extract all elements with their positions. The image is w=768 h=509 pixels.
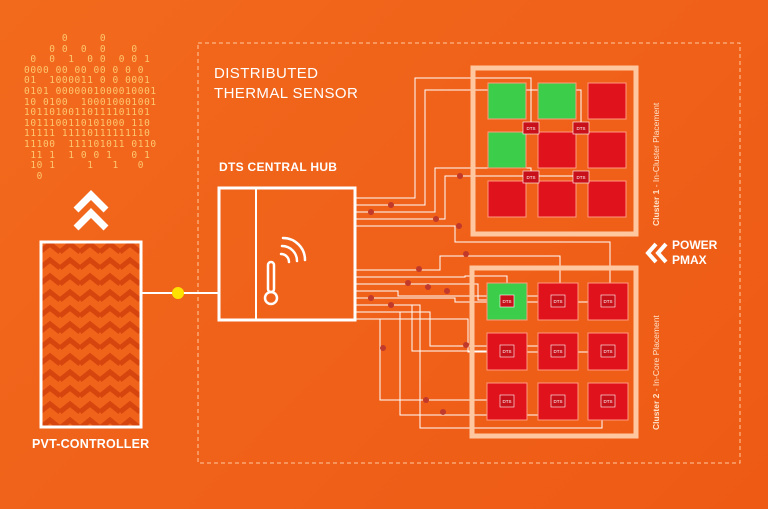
connector-dot — [425, 284, 431, 290]
dts-sensor-tag: DTS — [604, 349, 613, 354]
cluster-2-label-bold: Cluster 2 — [651, 393, 661, 430]
connector-dot — [380, 345, 386, 351]
wire-line — [355, 225, 611, 283]
cluster-1-cell — [487, 180, 527, 218]
dts-sensor-tag: DTS — [527, 126, 536, 131]
diagram-title: DISTRIBUTED THERMAL SENSOR — [214, 64, 358, 104]
hub-label: DTS CENTRAL HUB — [219, 160, 338, 174]
wire-line — [355, 255, 561, 283]
cluster-1-label: Cluster 1 - In-Cluster Placement — [651, 103, 661, 226]
cluster-1-cell — [587, 180, 627, 218]
cluster-1-cell — [587, 82, 627, 120]
dts-sensor-icon — [550, 344, 566, 358]
power-label: POWER PMAX — [672, 238, 717, 268]
cluster-2-cell — [587, 332, 629, 371]
dts-sensor-icon — [499, 394, 515, 408]
binary-code-graphic: 0 0 0 0 0 0 0 0 0 1 0 0 0 0 1 0000 00 00… — [24, 33, 157, 182]
wire-line — [355, 167, 532, 213]
dts-region-outline — [197, 42, 741, 464]
wire-line — [355, 275, 508, 283]
dts-sensor-tag: DTS — [577, 126, 586, 131]
wire-connector-dots — [368, 173, 469, 415]
connector-dot — [388, 202, 394, 208]
cluster-1-cell — [487, 131, 527, 169]
connector-dot — [456, 223, 462, 229]
chevron-left-icon — [645, 242, 668, 264]
cluster-1-cell — [537, 82, 577, 120]
connector-dot — [433, 216, 439, 222]
cluster-1-sensors: DTS DTS DTS DTS — [522, 121, 590, 184]
dts-sensor-tag: DTS — [604, 399, 613, 404]
dts-sensor-icon — [600, 394, 616, 408]
controller-label: PVT-CONTROLLER — [32, 437, 150, 451]
dts-sensor-tag: DTS — [554, 299, 563, 304]
power-line-2: PMAX — [672, 253, 707, 267]
dts-sensor-icon — [572, 121, 590, 135]
title-line-2: THERMAL SENSOR — [214, 85, 359, 102]
wire-line — [355, 318, 500, 401]
wire-line — [355, 77, 532, 199]
dts-sensor-tag: DTS — [554, 349, 563, 354]
connector-dot — [405, 280, 411, 286]
dts-sensor-icon — [522, 121, 540, 135]
connector-dot — [388, 302, 394, 308]
dts-sensor-tag: DTS — [527, 175, 536, 180]
connector-dot — [368, 209, 374, 215]
dts-sensor-tag: DTS — [577, 175, 586, 180]
cluster-2-panel — [469, 265, 639, 439]
cluster-1-cell — [537, 131, 577, 169]
title-line-1: DISTRIBUTED — [214, 65, 319, 82]
dts-sensor-icon — [499, 294, 515, 308]
connector-dot — [423, 397, 429, 403]
dts-sensor-icon — [522, 170, 540, 184]
cluster-1-cell — [587, 131, 627, 169]
dts-sensor-tag: DTS — [604, 299, 613, 304]
cluster-2-label-rest: - In-Core Placement — [651, 315, 661, 394]
dts-central-hub-block — [217, 186, 357, 322]
connector-dot — [440, 409, 446, 415]
pvt-controller-block — [39, 240, 143, 429]
cluster-1-cell — [537, 180, 577, 218]
connector-dot — [463, 251, 469, 257]
sensor-wiring — [355, 77, 611, 429]
dts-sensor-tag: DTS — [503, 299, 512, 304]
dts-sensor-icon — [550, 294, 566, 308]
cluster-1-panel — [470, 65, 639, 237]
connector-dot — [368, 295, 374, 301]
connector-dot — [444, 288, 450, 294]
dts-sensor-tag: DTS — [554, 399, 563, 404]
dts-sensor-icon — [600, 294, 616, 308]
connector-dot — [416, 266, 422, 272]
dts-sensor-tag: DTS — [503, 349, 512, 354]
cluster-1-cells — [487, 82, 627, 218]
dts-sensor-icon — [550, 394, 566, 408]
dts-sensor-icon — [600, 344, 616, 358]
cluster-2-label: Cluster 2 - In-Core Placement — [651, 315, 661, 430]
chevron-up-icon — [73, 190, 109, 231]
cluster-1-cell — [487, 82, 527, 120]
cluster-1-label-bold: Cluster 1 — [651, 189, 661, 226]
dts-sensor-icon — [572, 170, 590, 184]
power-line-1: POWER — [672, 238, 718, 252]
thermometer-icon — [263, 236, 307, 306]
cluster-2-cells: DTS DTS DTS DTS DTS DTS DTS DTS DTS — [486, 282, 629, 421]
wire-line — [355, 318, 602, 353]
dts-sensor-tag: DTS — [503, 399, 512, 404]
junction-dot — [172, 287, 184, 299]
dts-sensor-icon — [499, 344, 515, 358]
connector-dot — [457, 173, 463, 179]
cluster-1-label-rest: - In-Cluster Placement — [651, 102, 661, 190]
wire-line — [355, 89, 582, 206]
wire-line — [355, 297, 602, 303]
connector-dot — [463, 342, 469, 348]
